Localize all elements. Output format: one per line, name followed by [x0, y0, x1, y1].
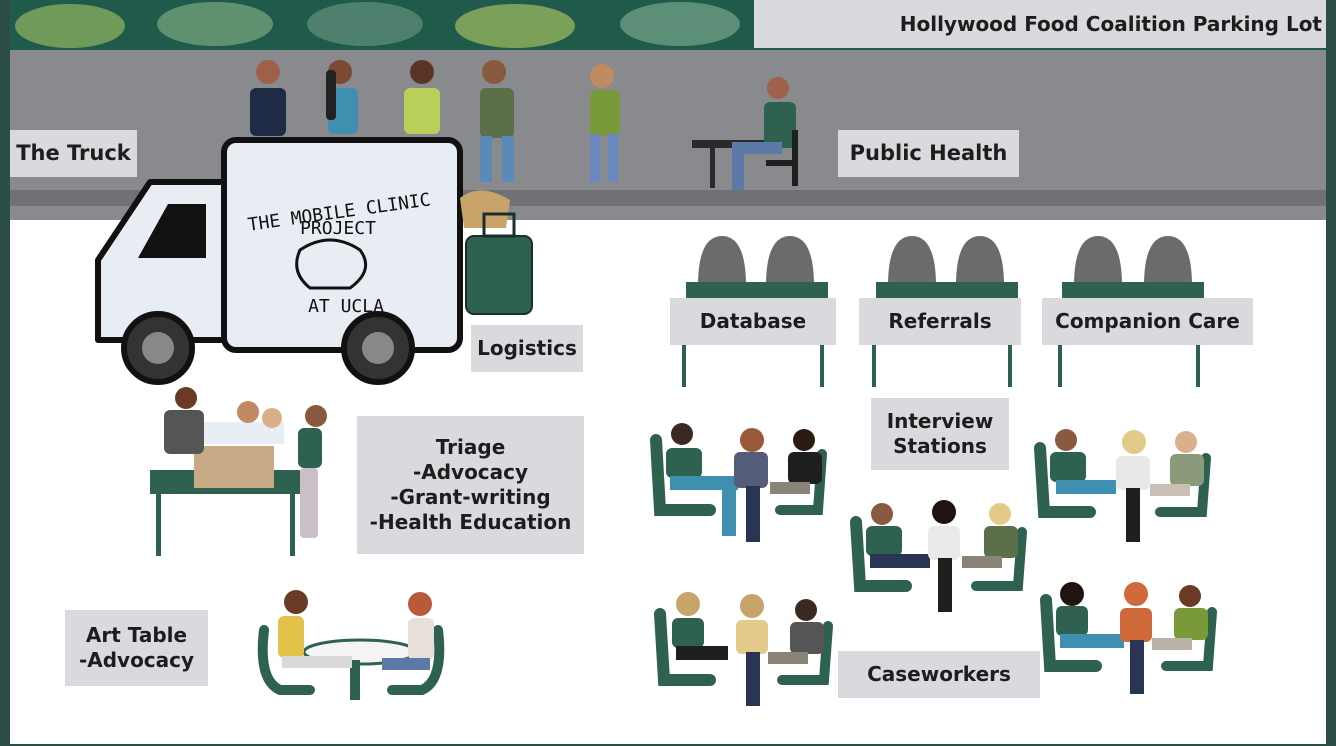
page-title-text: Hollywood Food Coalition Parking Lot	[899, 11, 1322, 36]
interview-stations-line: Interview	[886, 409, 994, 433]
parking-lot-area: THE MOBILE CLINIC PROJECT AT UCLA	[10, 0, 1326, 744]
referrals-label-text: Referrals	[888, 309, 992, 333]
chair-icon	[766, 130, 798, 186]
truck-text-line2: PROJECT	[300, 218, 376, 239]
person-icon	[732, 77, 796, 190]
triage-line: -Advocacy	[412, 460, 529, 484]
person-icon	[382, 592, 434, 670]
chair-icon	[654, 608, 833, 686]
table-icon	[682, 236, 828, 387]
companion-care-label-text: Companion Care	[1055, 309, 1240, 333]
person-icon	[1150, 431, 1204, 496]
table-icon	[1058, 236, 1204, 387]
art-table-line: Art Table	[85, 623, 188, 647]
person-icon	[736, 594, 768, 706]
referrals-label: Referrals	[859, 298, 1021, 345]
person-icon	[326, 60, 358, 134]
table-icon	[150, 422, 300, 556]
person-icon	[962, 503, 1018, 568]
truck-label-text: The Truck	[16, 141, 131, 166]
person-icon	[770, 429, 822, 494]
interview-stations-label: Interview Stations	[871, 398, 1009, 470]
person-icon	[666, 423, 738, 536]
chair-icon	[1034, 442, 1211, 518]
cart-icon	[460, 190, 533, 315]
public-health-label-text: Public Health	[849, 141, 1008, 166]
person-icon	[298, 405, 327, 538]
person-icon	[1152, 585, 1208, 650]
database-label-text: Database	[699, 309, 807, 333]
chair-icon	[850, 516, 1027, 592]
truck-text-line3: AT UCLA	[308, 296, 384, 317]
person-icon	[480, 60, 514, 182]
table-icon	[872, 236, 1018, 387]
triage-line: Triage	[435, 435, 506, 459]
interview-stations-line: Stations	[893, 434, 987, 458]
companion-care-label: Companion Care	[1042, 298, 1253, 345]
illustration-layer: THE MOBILE CLINIC PROJECT AT UCLA	[10, 2, 1326, 706]
person-icon	[250, 60, 286, 136]
person-icon	[590, 64, 620, 182]
person-icon	[1116, 430, 1150, 542]
person-icon	[1120, 582, 1152, 694]
caseworkers-label-text: Caseworkers	[867, 662, 1011, 686]
tree-icon	[15, 2, 740, 48]
person-icon	[164, 387, 204, 454]
person-icon	[278, 590, 352, 668]
public-health-label: Public Health	[838, 130, 1019, 177]
person-icon	[768, 599, 824, 664]
person-icon	[866, 503, 930, 568]
chair-icon	[257, 625, 445, 695]
person-icon	[404, 60, 440, 134]
person-icon	[237, 401, 282, 428]
logistics-label: Logistics	[471, 325, 583, 372]
chair-icon	[1040, 594, 1217, 672]
triage-line: -Grant-writing	[390, 485, 551, 509]
person-icon	[1056, 582, 1124, 648]
truck-label: The Truck	[10, 130, 137, 177]
page-title: Hollywood Food Coalition Parking Lot	[754, 0, 1326, 48]
person-icon	[1050, 429, 1116, 494]
truck-icon: THE MOBILE CLINIC PROJECT AT UCLA	[95, 137, 463, 385]
caseworkers-label: Caseworkers	[838, 651, 1040, 698]
person-icon	[734, 428, 768, 542]
person-icon	[672, 592, 728, 660]
database-label: Database	[670, 298, 836, 345]
triage-line: -Health Education	[369, 510, 572, 534]
art-table-line: -Advocacy	[78, 648, 195, 672]
art-table-label: Art Table -Advocacy	[65, 610, 208, 686]
logistics-label-text: Logistics	[477, 336, 577, 360]
triage-label: Triage -Advocacy -Grant-writing -Health …	[357, 416, 584, 554]
person-icon	[928, 500, 960, 612]
